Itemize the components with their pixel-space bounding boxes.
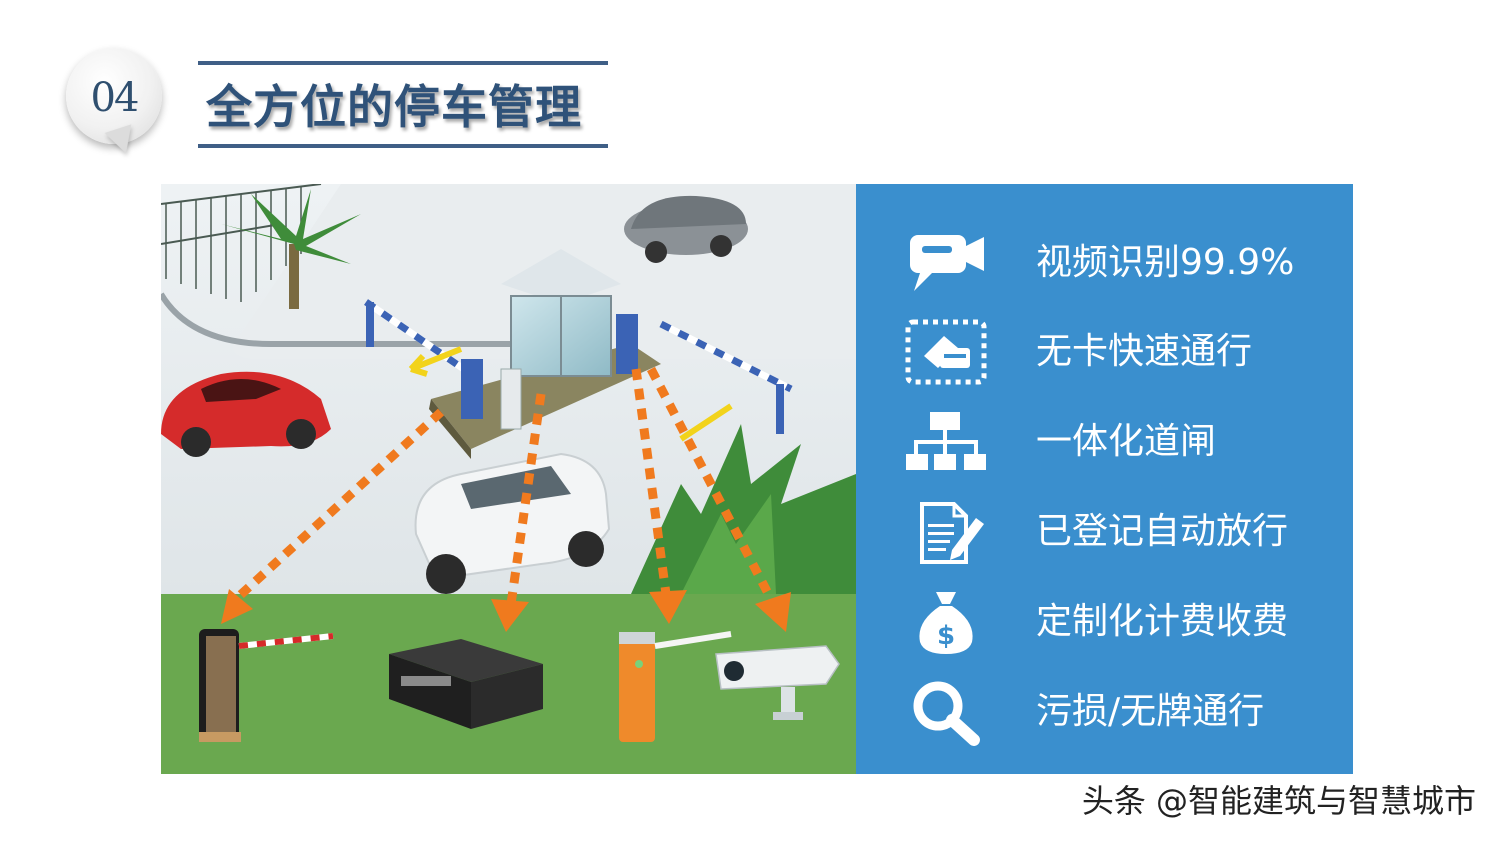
parking-scene-graphic: [161, 184, 856, 774]
parking-scene-illustration: [161, 184, 856, 774]
feature-label: 视频识别99.9%: [1036, 242, 1295, 283]
orange-barrier-device: [619, 631, 732, 742]
feature-item: 已登记自动放行: [856, 492, 1353, 572]
features-panel: 视频识别99.9% 无卡快速通行: [856, 184, 1353, 774]
feature-label: 一体化道闸: [1036, 421, 1217, 462]
barrier-gate-device: [199, 629, 334, 742]
toll-booth: [461, 249, 638, 430]
surveillance-camera-device: [715, 645, 840, 720]
feature-item: 无卡快速通行: [856, 312, 1353, 392]
red-car: [161, 371, 331, 457]
money-bag-icon: $: [904, 588, 988, 656]
video-camera-icon: [904, 229, 988, 297]
feature-item: 一体化道闸: [856, 402, 1353, 482]
title-rule-bottom: [198, 144, 608, 148]
svg-text:$: $: [937, 621, 955, 651]
feature-item: 视频识别99.9%: [856, 223, 1353, 303]
edge-computer-device: [389, 639, 543, 729]
feature-item: $ 定制化计费收费: [856, 582, 1353, 662]
feature-item: 污损/无牌通行: [856, 672, 1353, 752]
page-title: 全方位的停车管理: [206, 80, 582, 134]
section-number-badge: [66, 48, 162, 144]
card-swipe-icon: [904, 318, 988, 386]
feature-label: 无卡快速通行: [1036, 331, 1253, 372]
white-car: [414, 452, 611, 594]
feature-label: 污损/无牌通行: [1036, 691, 1265, 732]
magnifier-icon: [904, 678, 988, 746]
watermark-text: 头条 @智能建筑与智慧城市: [1081, 782, 1476, 820]
palm-tree-left: [221, 189, 361, 309]
network-hierarchy-icon: [904, 408, 988, 476]
title-rule-top: [198, 61, 608, 65]
section-number: 04: [90, 75, 140, 121]
document-pen-icon: [904, 498, 988, 566]
grey-car: [624, 195, 748, 263]
feature-label: 定制化计费收费: [1036, 601, 1289, 642]
feature-label: 已登记自动放行: [1036, 511, 1289, 552]
